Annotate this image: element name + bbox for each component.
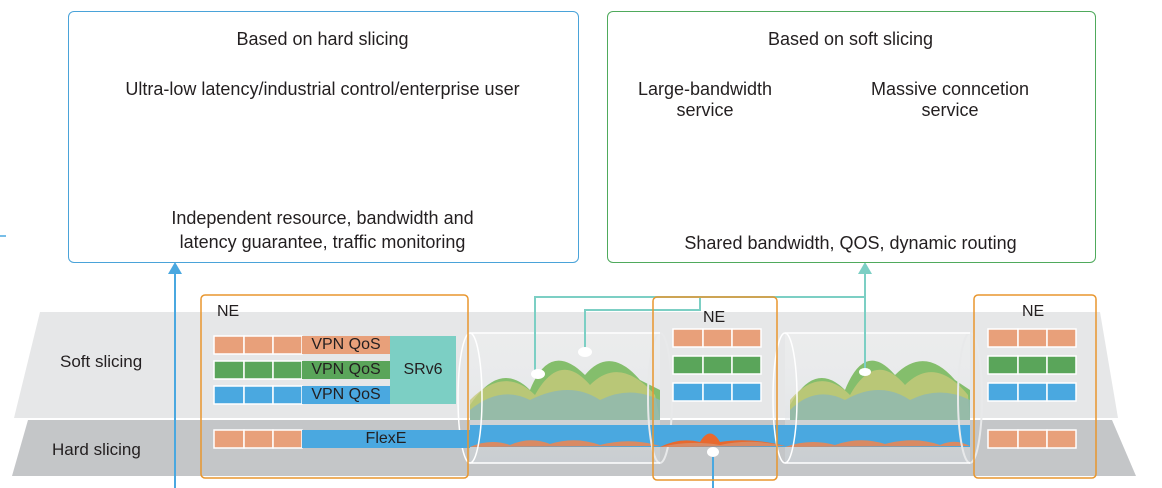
- hard-panel-title: Based on hard slicing: [236, 29, 409, 49]
- flexe-bar: [302, 430, 470, 448]
- srv6-label: SRv6: [403, 361, 443, 378]
- ne-left-blocks: [213, 335, 303, 449]
- hard-panel-subtitle: Ultra-low latency/industrial control/ent…: [125, 79, 520, 99]
- vpn-bar-2: [302, 361, 390, 379]
- ne-middle-blocks: [672, 328, 762, 402]
- ne-right-label: NE: [1022, 303, 1045, 320]
- srv6-box: [390, 336, 456, 404]
- hard-slicing-label: Hard slicing: [52, 440, 141, 459]
- service1-line2: service: [676, 100, 734, 120]
- tube-left: [457, 332, 673, 464]
- flexe-label: FlexE: [365, 430, 407, 447]
- service1-line1: Large-bandwidth: [637, 79, 773, 99]
- soft-slicing-label: Soft slicing: [60, 352, 143, 371]
- hard-slicing-panel: [68, 11, 579, 263]
- service2-line1: Massive conncetion: [870, 79, 1030, 99]
- hard-panel-desc-line2: latency guarantee, traffic monitoring: [179, 232, 466, 252]
- vpn-bar-1: [302, 336, 390, 354]
- ne-left-label: NE: [217, 303, 240, 320]
- vpn-bar-3: [302, 386, 390, 404]
- soft-slicing-panel: [607, 11, 1096, 263]
- ne-middle-label: NE: [703, 309, 726, 326]
- soft-panel-title: Based on soft slicing: [767, 29, 934, 49]
- hard-panel-desc-line1: Independent resource, bandwidth and: [171, 208, 474, 228]
- ne-right-blocks: [987, 328, 1077, 449]
- vpn-qos-label-2: VPN QoS: [311, 361, 381, 378]
- ne-middle-outline: [652, 296, 778, 481]
- ne-left-outline: [200, 294, 469, 479]
- tube-right: [772, 332, 983, 464]
- soft-panel-desc: Shared bandwidth, QOS, dynamic routing: [684, 233, 1017, 253]
- vpn-qos-label-1: VPN QoS: [311, 336, 381, 353]
- ne-right-outline: [973, 294, 1097, 479]
- service2-line2: service: [921, 100, 979, 120]
- vpn-qos-label-3: VPN QoS: [311, 386, 381, 403]
